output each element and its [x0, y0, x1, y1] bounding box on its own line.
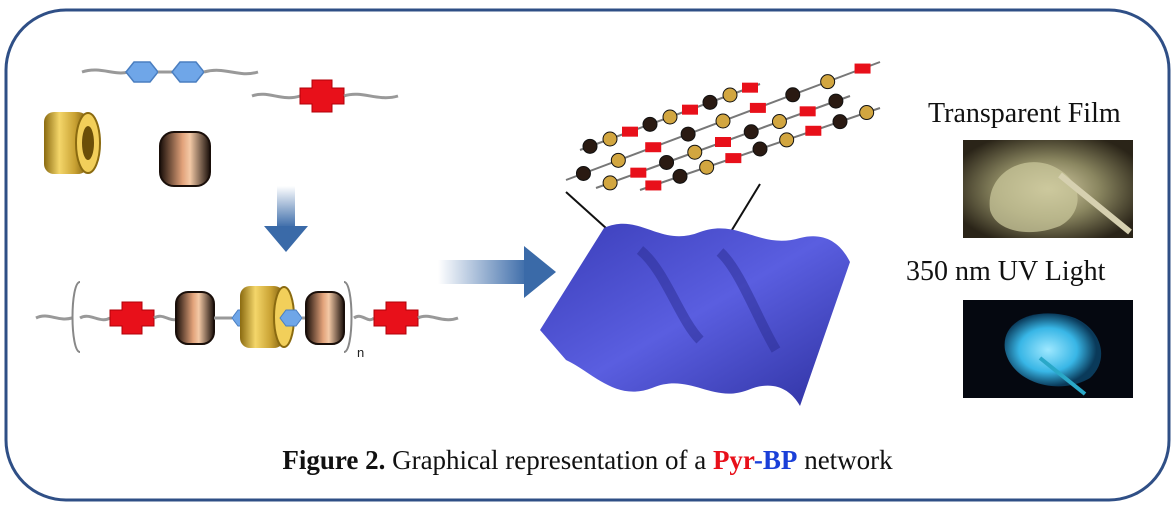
lattice-gold-ring [715, 113, 731, 129]
lattice-gold-ring [602, 131, 618, 147]
lattice-gold-ring [610, 152, 626, 168]
dark-macrocycle-icon [159, 131, 211, 187]
network-sheet [540, 223, 850, 406]
lattice-dark-ring [672, 168, 688, 184]
right-arrow-icon [438, 246, 556, 298]
lattice-dark-ring [752, 141, 768, 157]
figure-caption: Figure 2. Graphical representation of a … [0, 445, 1175, 476]
caption-figure-number: Figure 2. [282, 445, 386, 475]
lattice-pyrene [725, 153, 742, 164]
lattice-pyrene [854, 63, 871, 74]
lattice-dark-ring [680, 126, 696, 142]
lattice-pyrene [799, 106, 816, 117]
transparent-film-label: Transparent Film [928, 98, 1121, 129]
lattice-pyrene [645, 142, 662, 153]
network-lattice [565, 61, 881, 191]
lattice-dark-ring [659, 154, 675, 170]
lattice-pyrene [682, 104, 698, 115]
caption-dash: - [753, 445, 763, 475]
lattice-pyrene [742, 82, 758, 93]
lattice-pyrene [622, 126, 638, 137]
lattice-gold-ring [662, 109, 678, 125]
lattice-gold-ring [779, 132, 795, 148]
down-arrow-icon [264, 186, 308, 252]
transparent-film-photo [963, 140, 1133, 238]
uv-light-photo [963, 300, 1133, 398]
lattice-dark-ring [832, 114, 848, 130]
lattice-gold-ring [602, 175, 618, 191]
lattice-gold-ring [722, 87, 738, 103]
caption-bp: BP [762, 445, 798, 475]
lattice-dark-ring [828, 93, 844, 109]
caption-text-before: Graphical representation of a [385, 445, 713, 475]
lattice-pyrene [749, 102, 766, 113]
lattice-dark-ring [785, 87, 801, 103]
lattice-gold-ring [687, 144, 703, 160]
gold-macrocycle-icon [44, 112, 101, 174]
lattice-gold-ring [820, 74, 836, 90]
lattice-gold-ring [771, 114, 787, 130]
caption-pyr: Pyr [712, 445, 754, 475]
polyrotaxane-chain [35, 281, 459, 353]
lattice-dark-ring [575, 165, 591, 181]
lattice-pyrene [715, 137, 731, 147]
lattice-dark-ring [642, 116, 658, 132]
lattice-pyrene [805, 125, 822, 136]
biphenyl-axle [81, 61, 259, 83]
lattice-pyrene [630, 167, 647, 178]
lattice-dark-ring [743, 124, 759, 140]
repeat-unit-subscript: n [357, 345, 364, 360]
lattice-dark-ring [702, 94, 718, 110]
lattice-pyrene [645, 180, 662, 191]
uv-light-label: 350 nm UV Light [906, 256, 1106, 287]
lattice-dark-ring [582, 138, 598, 154]
pyrene-axle [251, 79, 399, 113]
lattice-gold-ring [859, 105, 875, 121]
caption-text-after: network [797, 445, 893, 475]
lattice-gold-ring [699, 159, 715, 175]
